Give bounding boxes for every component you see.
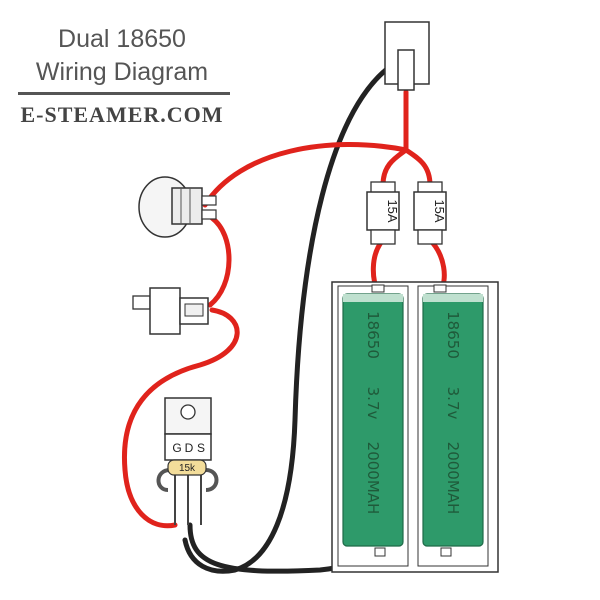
battery-contacts	[371, 284, 452, 557]
battery-right-top-ring	[423, 294, 483, 302]
battery-left-model: 18650	[364, 311, 382, 359]
fuse-right-cap-bottom	[417, 229, 443, 245]
resistor-lead-left	[156, 468, 171, 492]
fuse-right-body	[413, 191, 447, 231]
mosfet-pin-g: G	[172, 441, 181, 455]
contact-right-bottom	[440, 547, 452, 557]
mosfet: G D S 15k	[156, 397, 219, 525]
title-line-1: Dual 18650	[58, 25, 186, 53]
output-terminal	[384, 21, 430, 91]
fuse-left-body	[366, 191, 400, 231]
usb-plug-tip	[132, 295, 151, 310]
battery-right-voltage: 3.7v	[444, 387, 462, 420]
battery-right-model: 18650	[444, 311, 462, 359]
resistor-lead-right	[205, 468, 219, 492]
wire-junction-to-fuse-left	[380, 147, 409, 188]
fuse-left: 15A	[366, 181, 400, 245]
contact-left-top	[371, 284, 385, 293]
usb-connector	[132, 287, 209, 335]
contact-right-top	[433, 284, 447, 293]
fuse-left-label: 15A	[385, 199, 400, 222]
battery-left-capacity: 2000MAH	[364, 442, 382, 515]
usb-shell	[149, 287, 181, 335]
title-divider	[18, 92, 230, 95]
title-line-2: Wiring Diagram	[36, 58, 208, 86]
mosfet-pin-s: S	[197, 441, 205, 455]
resistor-body	[167, 459, 207, 476]
wire-button-to-usb	[207, 215, 232, 308]
mosfet-pin-d: D	[185, 441, 194, 455]
fuse-left-cap-bottom	[370, 229, 396, 245]
contact-left-bottom	[374, 547, 386, 557]
button-lug-bottom	[201, 209, 217, 220]
terminal-pin	[397, 49, 415, 91]
battery-left-top-ring	[343, 294, 403, 302]
fuse-right-label: 15A	[432, 199, 447, 222]
wire-junction-to-fuse-right	[403, 147, 433, 188]
button-lug-top	[201, 195, 217, 206]
positive-wires	[121, 89, 447, 529]
fuse-right: 15A	[413, 181, 447, 245]
battery-left: 18650 3.7v 2000MAH	[342, 293, 404, 547]
resistor-label: 15k	[179, 463, 196, 474]
battery-left-voltage: 3.7v	[364, 387, 382, 420]
battery-right-capacity: 2000MAH	[444, 442, 462, 515]
button-body	[171, 187, 203, 225]
push-button	[138, 176, 217, 238]
battery-right: 18650 3.7v 2000MAH	[422, 293, 484, 547]
usb-port	[184, 303, 204, 317]
title-block: Dual 18650 Wiring Diagram E-STEAMER.COM	[18, 25, 230, 127]
brand-text: E-STEAMER.COM	[20, 102, 223, 127]
mosfet-mount-hole	[180, 404, 196, 420]
wire-usb-to-gate	[121, 307, 240, 529]
wire-junction-to-button	[202, 142, 409, 208]
